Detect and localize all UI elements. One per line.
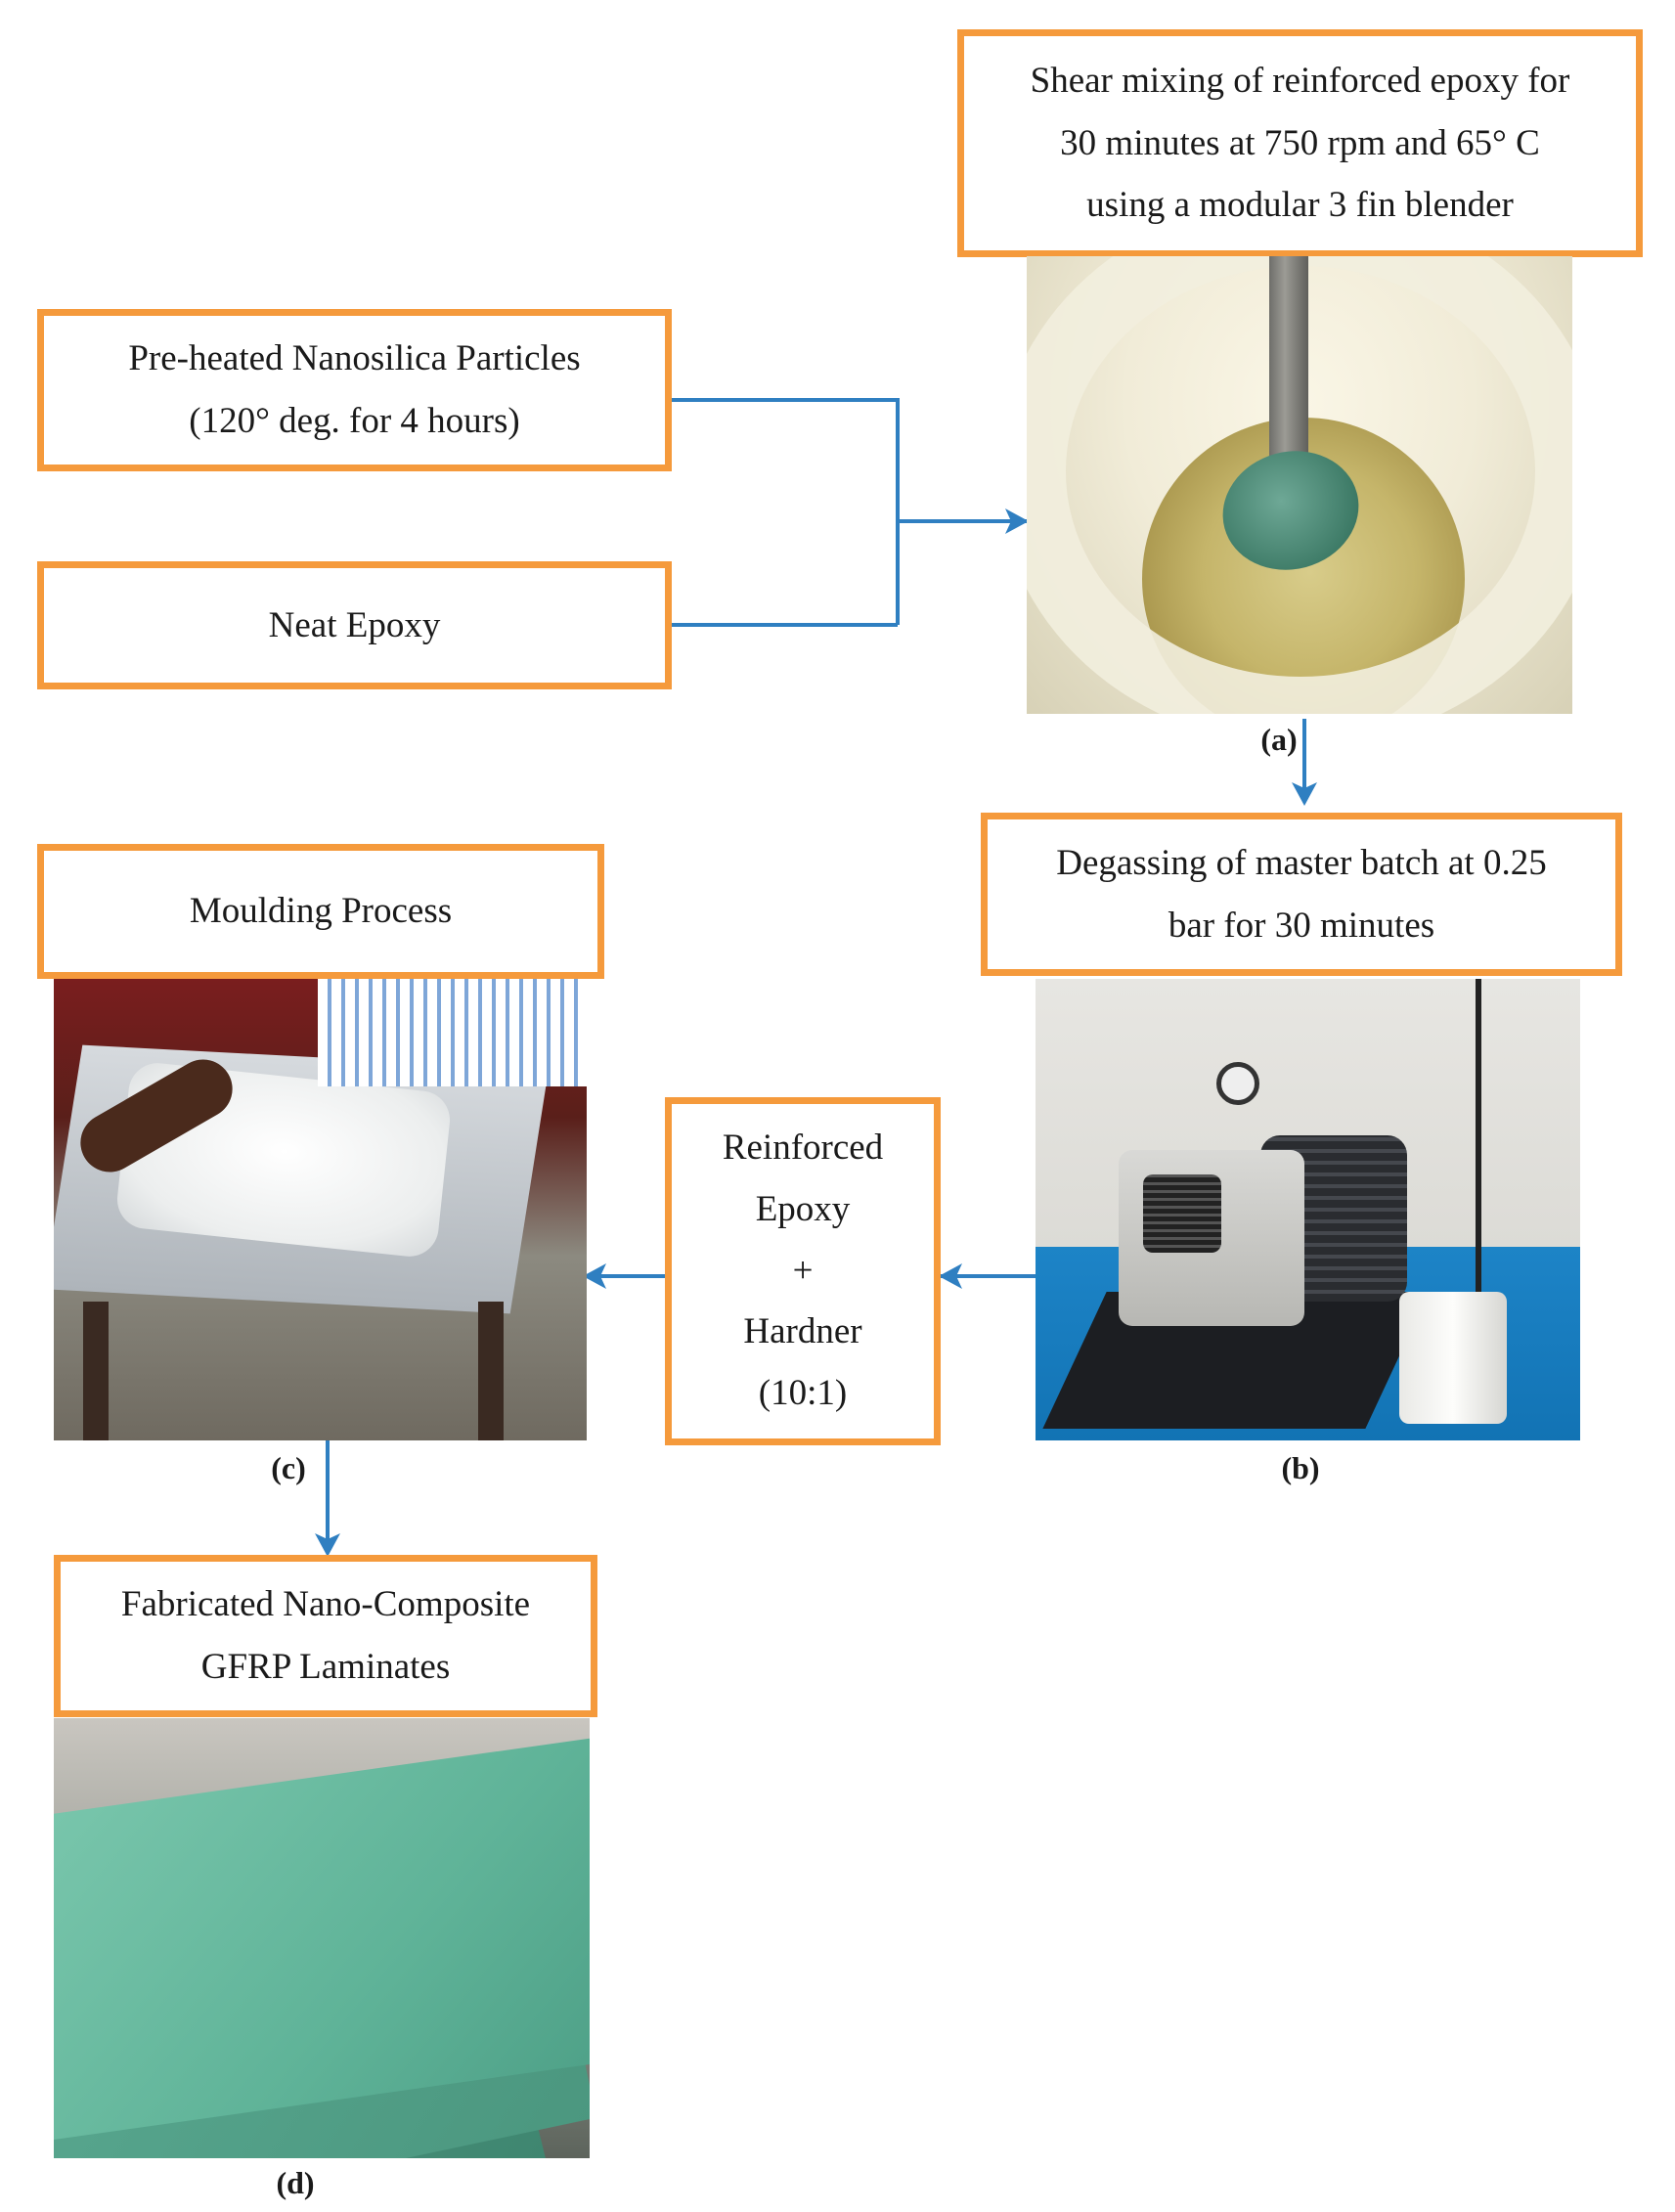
arrowhead-fabricated bbox=[315, 1533, 340, 1557]
pump-fan-grille bbox=[1143, 1174, 1221, 1253]
photo-laminates bbox=[54, 1718, 590, 2158]
moulding-box: Moulding Process bbox=[37, 844, 604, 979]
neat-epoxy-label: Neat Epoxy bbox=[268, 604, 441, 645]
connector-nanosilica bbox=[666, 398, 900, 625]
reinforced-line-4: Hardner bbox=[743, 1311, 862, 1352]
photo-shear-mixing bbox=[1027, 256, 1572, 714]
nanosilica-line-1: Pre-heated Nanosilica Particles bbox=[128, 338, 581, 379]
fabricated-line-1: Fabricated Nano-Composite bbox=[120, 1584, 531, 1625]
degassing-line-1: Degassing of master batch at 0.25 bbox=[1056, 842, 1547, 883]
degassing-box: Degassing of master batch at 0.25 bar fo… bbox=[981, 813, 1622, 976]
caption-c: (c) bbox=[271, 1450, 306, 1485]
photo-moulding bbox=[54, 979, 587, 1440]
arrowhead-moulding bbox=[583, 1263, 606, 1289]
nanosilica-line-2: (120° deg. for 4 hours) bbox=[189, 401, 520, 441]
moulding-label: Moulding Process bbox=[189, 891, 453, 932]
power-cable bbox=[1476, 979, 1481, 1302]
caption-d: (d) bbox=[276, 2165, 315, 2200]
reinforced-line-3: + bbox=[792, 1250, 814, 1291]
nanosilica-box: Pre-heated Nanosilica Particles (120° de… bbox=[37, 309, 672, 471]
shear-mixing-line-2: 30 minutes at 750 rpm and 65° C bbox=[1060, 122, 1540, 163]
caption-a: (a) bbox=[1260, 722, 1298, 757]
reinforced-line-1: Reinforced bbox=[722, 1127, 884, 1168]
neat-epoxy-box: Neat Epoxy bbox=[37, 561, 672, 689]
worker-sleeve bbox=[318, 979, 587, 1086]
arrowhead-mixing bbox=[1005, 509, 1029, 534]
table-legs bbox=[83, 1302, 504, 1440]
pressure-gauge bbox=[1216, 1062, 1259, 1105]
caption-b: (b) bbox=[1281, 1450, 1320, 1485]
degassing-line-2: bar for 30 minutes bbox=[1168, 905, 1435, 946]
reinforced-line-5: (10:1) bbox=[758, 1373, 848, 1414]
shear-mixing-line-1: Shear mixing of reinforced epoxy for bbox=[1030, 61, 1570, 102]
degassing-jar bbox=[1399, 1292, 1507, 1424]
shear-mixing-line-3: using a modular 3 fin blender bbox=[1086, 185, 1514, 226]
fabricated-box: Fabricated Nano-Composite GFRP Laminates bbox=[54, 1555, 597, 1717]
arrowhead-degassing bbox=[1292, 782, 1317, 806]
arrowhead-reinforced bbox=[939, 1263, 962, 1289]
reinforced-line-2: Epoxy bbox=[755, 1188, 851, 1229]
fabricated-line-2: GFRP Laminates bbox=[200, 1647, 451, 1687]
reinforced-epoxy-box: Reinforced Epoxy + Hardner (10:1) bbox=[665, 1097, 941, 1445]
shear-mixing-box: Shear mixing of reinforced epoxy for 30 … bbox=[957, 29, 1643, 257]
photo-degassing bbox=[1036, 979, 1580, 1440]
